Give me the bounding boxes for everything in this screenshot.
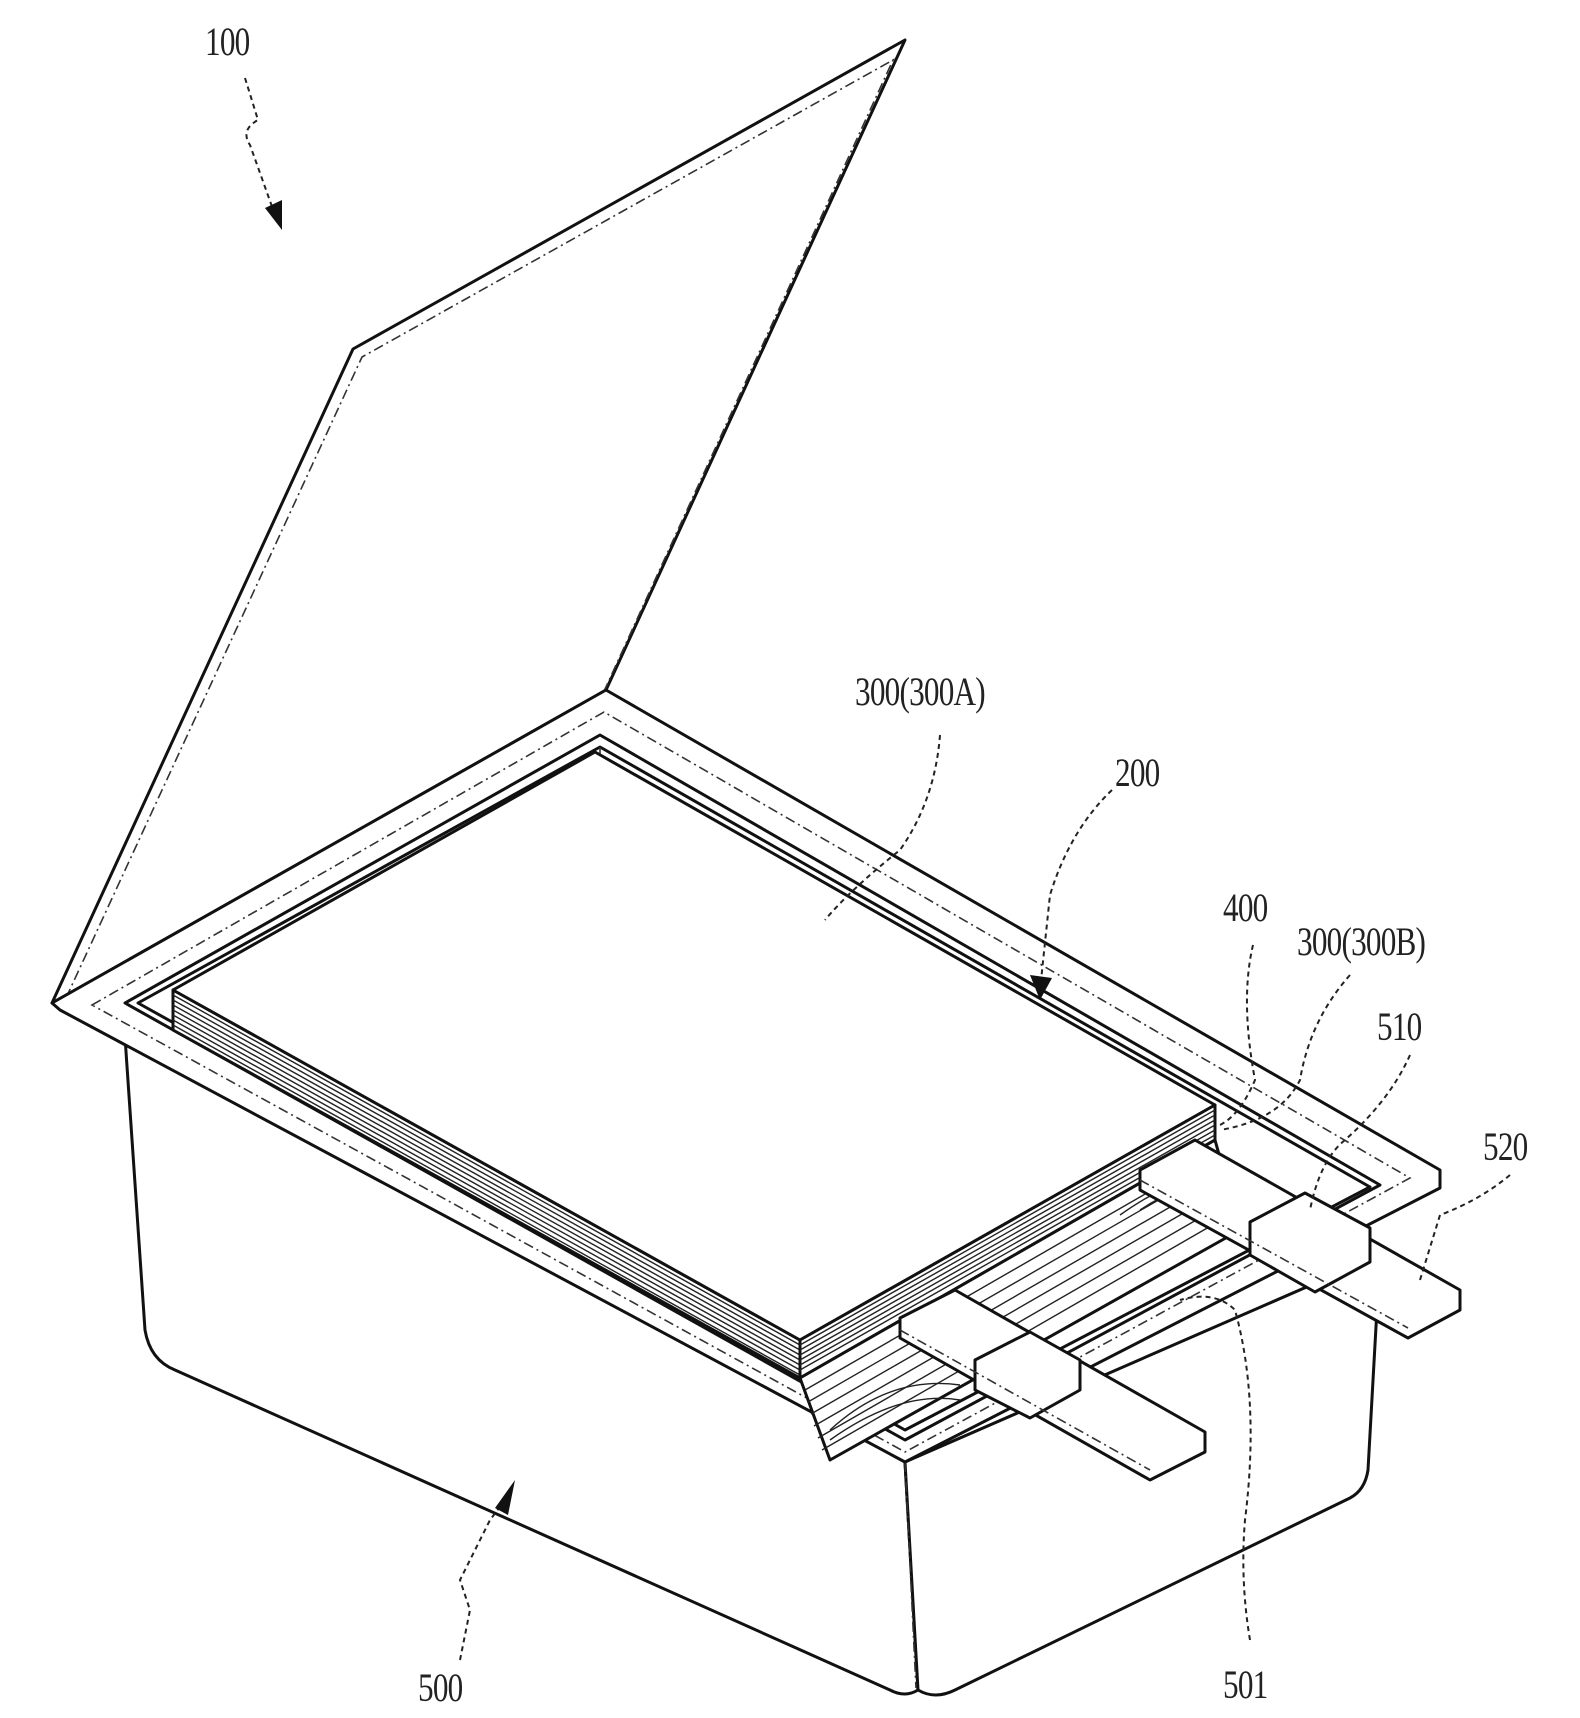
label-501: 501 — [1223, 1662, 1268, 1707]
front-lead-assembly — [898, 1288, 1207, 1482]
label-200: 200 — [1115, 750, 1160, 795]
label-500: 500 — [418, 1665, 463, 1710]
electrode-assembly-200 — [171, 750, 1242, 1462]
label-300b: 300(300B) — [1297, 919, 1426, 964]
leader-lines — [244, 77, 1511, 1661]
label-510: 510 — [1377, 1004, 1422, 1049]
rear-lead-assembly — [1138, 1138, 1462, 1340]
label-300a: 300(300A) — [855, 669, 986, 714]
label-100: 100 — [205, 19, 250, 64]
label-400: 400 — [1223, 885, 1268, 930]
label-520: 520 — [1483, 1124, 1528, 1169]
